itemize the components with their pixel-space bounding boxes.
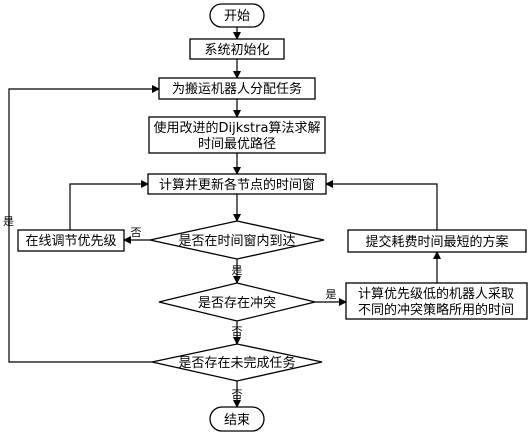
node-init: 系统初始化 — [189, 38, 285, 60]
node-compute-window-label: 计算并更新各节点的时间窗 — [159, 177, 315, 193]
label-arrive-yes: 是 — [232, 264, 243, 277]
node-dijkstra: 使用改进的Dijkstra算法求解 时间最优路径 — [148, 116, 326, 154]
node-assign-label: 为搬运机器人分配任务 — [172, 81, 302, 97]
node-unfinished-check-label: 是否存在未完成任务 — [178, 355, 295, 371]
node-assign: 为搬运机器人分配任务 — [158, 77, 316, 100]
node-calc-time: 计算优先级低的机器人采取 不同的冲突策略所用的时间 — [345, 282, 528, 320]
node-init-label: 系统初始化 — [204, 43, 269, 58]
label-arrive-no: 否 — [131, 226, 142, 239]
node-dijkstra-label-1: 使用改进的Dijkstra算法求解 — [154, 120, 321, 136]
label-conflict-yes: 是 — [326, 288, 337, 301]
node-calc-time-label-1: 计算优先级低的机器人采取 — [358, 286, 514, 302]
edge-submit-compute — [325, 180, 438, 230]
node-start: 开始 — [209, 3, 265, 28]
node-unfinished-check: 是否存在未完成任务 — [151, 343, 323, 382]
node-calc-time-label-2: 不同的冲突策略所用的时间 — [358, 302, 514, 318]
node-end-label: 结束 — [224, 413, 250, 428]
connectors — [8, 27, 441, 408]
node-online-adjust-label: 在线调节优先级 — [25, 234, 116, 249]
label-conflict-no: 否 — [232, 325, 243, 338]
edge-unfinished-yes — [8, 85, 160, 363]
node-arrive-check-label: 是否在时间窗内到达 — [178, 233, 295, 249]
node-compute-window: 计算并更新各节点的时间窗 — [147, 173, 327, 195]
label-unfinished-no: 否 — [232, 388, 243, 401]
node-dijkstra-label-2: 时间最优路径 — [198, 136, 276, 152]
node-submit-plan: 提交耗费时间最短的方案 — [347, 229, 527, 253]
node-conflict-check: 是否存在冲突 — [158, 282, 316, 322]
label-unfinished-yes: 是 — [3, 215, 14, 228]
node-submit-plan-label: 提交耗费时间最短的方案 — [365, 234, 508, 250]
node-arrive-check: 是否在时间窗内到达 — [149, 220, 325, 260]
node-end: 结束 — [209, 406, 265, 432]
node-start-label: 开始 — [224, 9, 250, 24]
node-online-adjust: 在线调节优先级 — [17, 229, 125, 252]
edge-adjust-compute — [69, 180, 149, 230]
edge-labels: 否 是 是 否 是 否 — [3, 215, 337, 401]
node-conflict-check-label: 是否存在冲突 — [198, 295, 276, 311]
